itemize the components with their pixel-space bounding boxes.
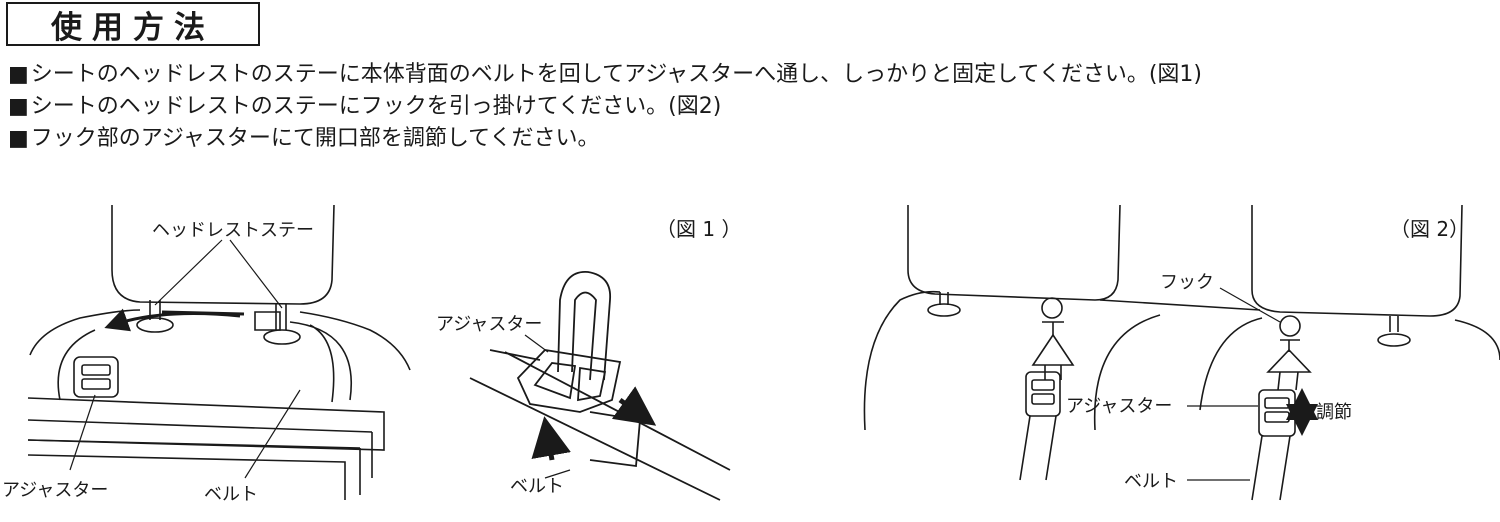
figure1-adjuster-detail xyxy=(469,271,731,501)
bullet-square-icon: ■ xyxy=(8,94,29,119)
section-title: 使用方法 xyxy=(6,2,260,46)
figure1-pull-arrow-icon xyxy=(611,386,657,426)
label-adjuster-fig2: アジャスター xyxy=(1066,396,1172,417)
figure1-direction-arrow-icon xyxy=(104,308,241,332)
label-adjust: 調節 xyxy=(1316,402,1352,423)
instruction-3-text: フック部のアジャスターにて開口部を調節してください。 xyxy=(30,126,600,151)
instruction-1-text: シートのヘッドレストのステーに本体背面のベルトを回してアジャスターへ通し、しっか… xyxy=(30,62,1203,87)
label-belt-left: ベルト xyxy=(204,484,258,505)
label-hook: フック xyxy=(1160,272,1214,293)
bullet-square-icon: ■ xyxy=(8,62,29,87)
instruction-3: ■フック部のアジャスターにて開口部を調節してください。 xyxy=(8,124,600,154)
bullet-square-icon: ■ xyxy=(8,126,29,151)
figure1-seat-illustration xyxy=(27,204,411,500)
label-headrest-stay: ヘッドレストステー xyxy=(152,220,314,241)
figure2-caption: （図 2） xyxy=(1390,217,1469,241)
figure2-leader-lines xyxy=(1187,287,1281,481)
instruction-1: ■シートのヘッドレストのステーに本体背面のベルトを回してアジャスターへ通し、しっ… xyxy=(8,60,1202,90)
label-belt-detail: ベルト xyxy=(510,476,564,497)
figure1-insert-arrow-icon xyxy=(531,416,571,461)
figure1-leader-lines xyxy=(69,239,301,479)
instruction-2-text: シートのヘッドレストのステーにフックを引っ掛けてください。(図2) xyxy=(30,94,722,119)
label-adjuster-detail: アジャスター xyxy=(436,314,542,335)
instruction-2: ■シートのヘッドレストのステーにフックを引っ掛けてください。(図2) xyxy=(8,92,721,122)
figure2-seat-illustration xyxy=(863,204,1500,501)
label-adjuster-left: アジャスター xyxy=(2,480,108,501)
label-belt-fig2: ベルト xyxy=(1124,471,1178,492)
figure1-caption: （図 1 ） xyxy=(656,217,741,241)
